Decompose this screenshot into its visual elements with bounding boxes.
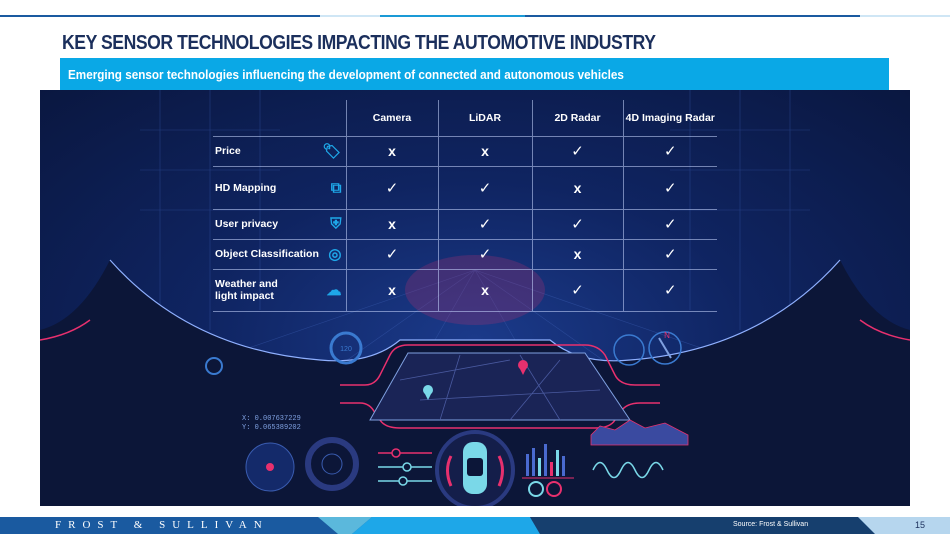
check-mark: ✓ [437,239,532,270]
target-icon: ◎ [328,246,342,263]
map-screen [340,344,660,429]
row-label: Price 🏷 [213,136,346,167]
table-header-row: Camera LiDAR 2D Radar 4D Imaging Radar [213,100,717,137]
row-label: Weather and light impact ☁ [213,269,346,312]
check-mark: ✓ [345,166,438,210]
check-mark: ✓ [437,209,532,240]
check-mark: ✓ [622,239,717,270]
cross-mark: x [531,166,623,210]
row-label: HD Mapping ⧉ [213,166,346,210]
weather-icon: ☁ [326,282,342,299]
footer-bar [0,517,950,534]
page-title: KEY SENSOR TECHNOLOGIES IMPACTING THE AU… [62,32,656,54]
check-mark: ✓ [622,269,717,312]
check-mark: ✓ [531,209,623,240]
check-mark: ✓ [622,136,717,167]
source-note: Source: Frost & Sullivan [733,521,809,528]
svg-text:N: N [664,331,670,340]
radar-scope [245,442,295,492]
check-mark: ✓ [531,269,623,312]
subtitle-bar: Emerging sensor technologies influencing… [60,58,889,90]
top-rule [525,15,860,17]
check-mark: ✓ [622,209,717,240]
bar-meter [522,444,574,479]
dashboard-graphics: 120 N X: 0.007637229 Y: 0.065389202 [40,90,910,506]
table-row: HD Mapping⧉✓✓x✓ [213,166,717,210]
table-row: Object Classification◎✓✓x✓ [213,239,717,270]
cross-mark: x [531,239,623,270]
top-rule [320,15,380,17]
control-dial [305,437,359,491]
page-number: 15 [915,520,926,530]
row-label: User privacy ⛨ [213,209,346,240]
subtitle: Emerging sensor technologies influencing… [68,67,624,82]
svg-text:X: 0.007637229: X: 0.007637229 [242,415,301,423]
column-header-lidar: LiDAR [437,100,532,137]
column-header-camera: Camera [345,100,438,137]
row-label-text: Object Classification [215,248,319,260]
check-mark: ✓ [345,239,438,270]
row-label-text: Price [215,145,241,157]
map-screens-icon: ⧉ [330,179,342,196]
table-row: User privacy⛨x✓✓✓ [213,209,717,240]
privacy-shield-icon: ⛨ [330,215,342,233]
check-mark: ✓ [437,166,532,210]
frost-sullivan-logo: FROST & SULLIVAN [55,519,269,531]
row-label: Object Classification ◎ [213,239,346,270]
cross-mark: x [345,136,438,167]
speed-gauge: 120 [329,331,363,365]
cross-mark: x [345,269,438,312]
svg-text:120: 120 [340,346,352,353]
compass: N [648,331,682,365]
top-rule [0,15,320,17]
cross-mark: x [437,136,532,167]
check-mark: ✓ [531,136,623,167]
column-header-4d-radar: 4D Imaging Radar [622,100,717,137]
car-status [435,430,515,506]
svg-text:Y: 0.065389202: Y: 0.065389202 [242,424,301,432]
check-mark: ✓ [622,166,717,210]
cross-mark: x [345,209,438,240]
row-label-text: Weather and light impact [215,278,278,302]
row-label-text: User privacy [215,218,279,230]
top-rule [860,15,950,17]
price-tag-icon: 🏷 [322,143,342,160]
sliders [378,448,432,486]
sensor-comparison-table: Camera LiDAR 2D Radar 4D Imaging Radar P… [213,100,717,312]
column-header-2d-radar: 2D Radar [531,100,623,137]
row-label-text: HD Mapping [215,181,277,194]
cross-mark: x [437,269,532,312]
dashboard-illustration: 120 N X: 0.007637229 Y: 0.065389202 Came… [40,90,910,506]
top-rule [380,15,525,17]
